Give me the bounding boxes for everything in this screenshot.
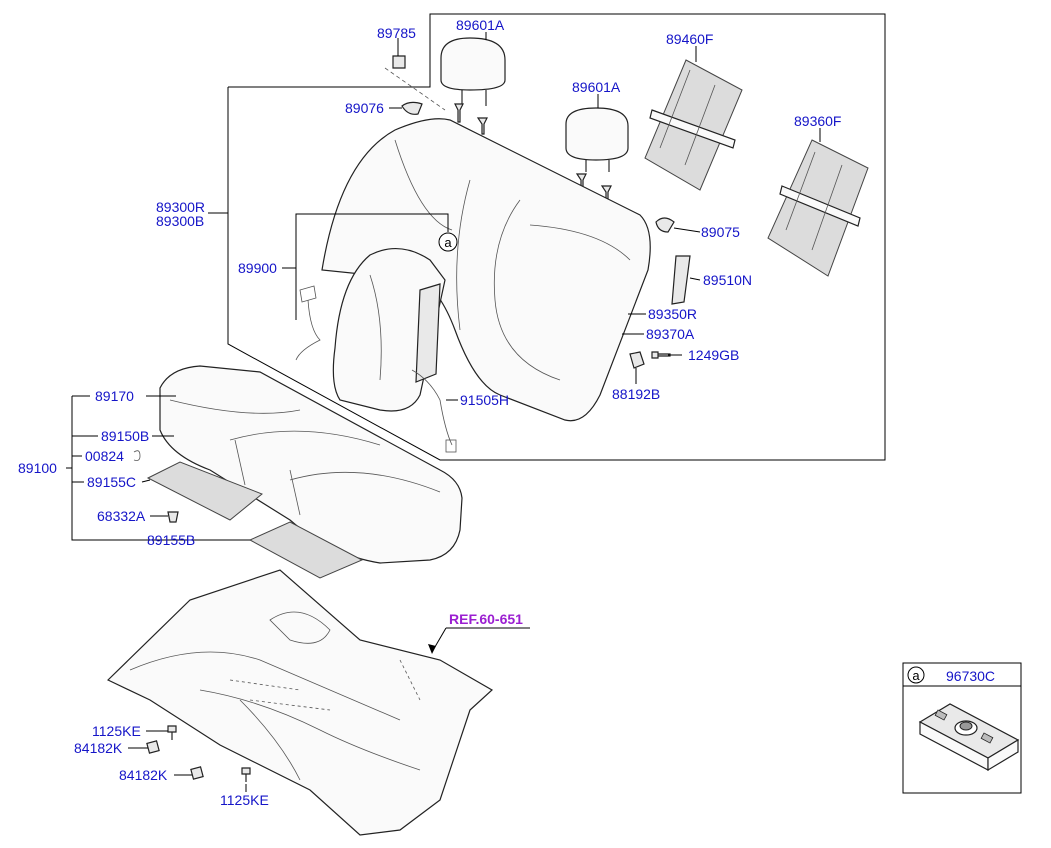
label-89370A: 89370A: [646, 326, 695, 342]
plug-84182K-2-shape: [190, 766, 204, 780]
frame-89360F: [767, 139, 869, 277]
clip-89785-shape: [392, 55, 406, 69]
seat-pad-89155C: [146, 461, 263, 521]
screw-1249GB-shape: [651, 351, 671, 359]
label-1125KE-2: 1125KE: [220, 792, 269, 808]
ref-link-60-651[interactable]: REF.60-651: [449, 611, 523, 627]
label-89601A-2: 89601A: [572, 79, 621, 95]
label-89350R: 89350R: [648, 306, 697, 322]
headrest-guides: [454, 103, 612, 205]
label-89900: 89900: [238, 260, 277, 276]
label-89510N: 89510N: [703, 272, 752, 288]
callout-a-marker: [438, 232, 458, 252]
backrest-body: [321, 118, 651, 422]
label-84182K-1: 84182K: [74, 740, 123, 756]
label-89100: 89100: [18, 460, 57, 476]
plug-84182K-1-shape: [146, 740, 160, 754]
label-89076: 89076: [345, 100, 384, 116]
label-89360F: 89360F: [794, 113, 841, 129]
label-91505H: 91505H: [460, 392, 509, 408]
seat-cushion-89100: [159, 365, 463, 564]
frame-89460F: [644, 59, 743, 191]
label-89150B: 89150B: [101, 428, 149, 444]
label-89601A-1: 89601A: [456, 17, 505, 33]
label-1125KE-1: 1125KE: [92, 723, 141, 739]
label-89075: 89075: [701, 224, 740, 240]
seat-pad-89155B: [248, 521, 364, 579]
trim-89510N-shape: [671, 255, 691, 305]
label-84182K-2: 84182K: [119, 767, 168, 783]
headrest-left: [440, 37, 506, 106]
label-89155C: 89155C: [87, 474, 136, 490]
bezel-89075-shape: [655, 217, 675, 233]
label-89300R: 89300R: [156, 199, 205, 215]
inset-callout-a-text: a: [912, 668, 920, 683]
label-68332A: 68332A: [97, 508, 146, 524]
label-89170: 89170: [95, 388, 134, 404]
headrest-right: [565, 107, 629, 172]
armrest-89900: [332, 247, 446, 412]
wire-harness-91505H: [295, 285, 457, 453]
label-88192B: 88192B: [612, 386, 660, 402]
backrest-group-outline: [227, 13, 886, 461]
clip-68332A-shape: [167, 511, 179, 523]
label-89155B: 89155B: [147, 532, 195, 548]
hook-00824-shape: [133, 450, 141, 461]
label-1249GB: 1249GB: [688, 347, 739, 363]
floor-panel: [106, 569, 494, 836]
callout-a-text: a: [444, 235, 452, 250]
bracket-88192B-shape: [629, 351, 645, 369]
leader-lines: [66, 32, 821, 792]
bolt-1125KE-1-shape: [167, 725, 177, 740]
switch-96730C-shape: [918, 703, 1020, 772]
bolt-1125KE-2-shape: [241, 767, 251, 782]
label-00824: 00824: [85, 448, 124, 464]
label-96730C: 96730C: [946, 668, 995, 684]
label-89460F: 89460F: [666, 31, 713, 47]
bezel-89076-shape: [401, 101, 423, 115]
label-89785: 89785: [377, 25, 416, 41]
label-89300B: 89300B: [156, 213, 204, 229]
detail-inset-a: a 96730C: [902, 662, 1022, 794]
